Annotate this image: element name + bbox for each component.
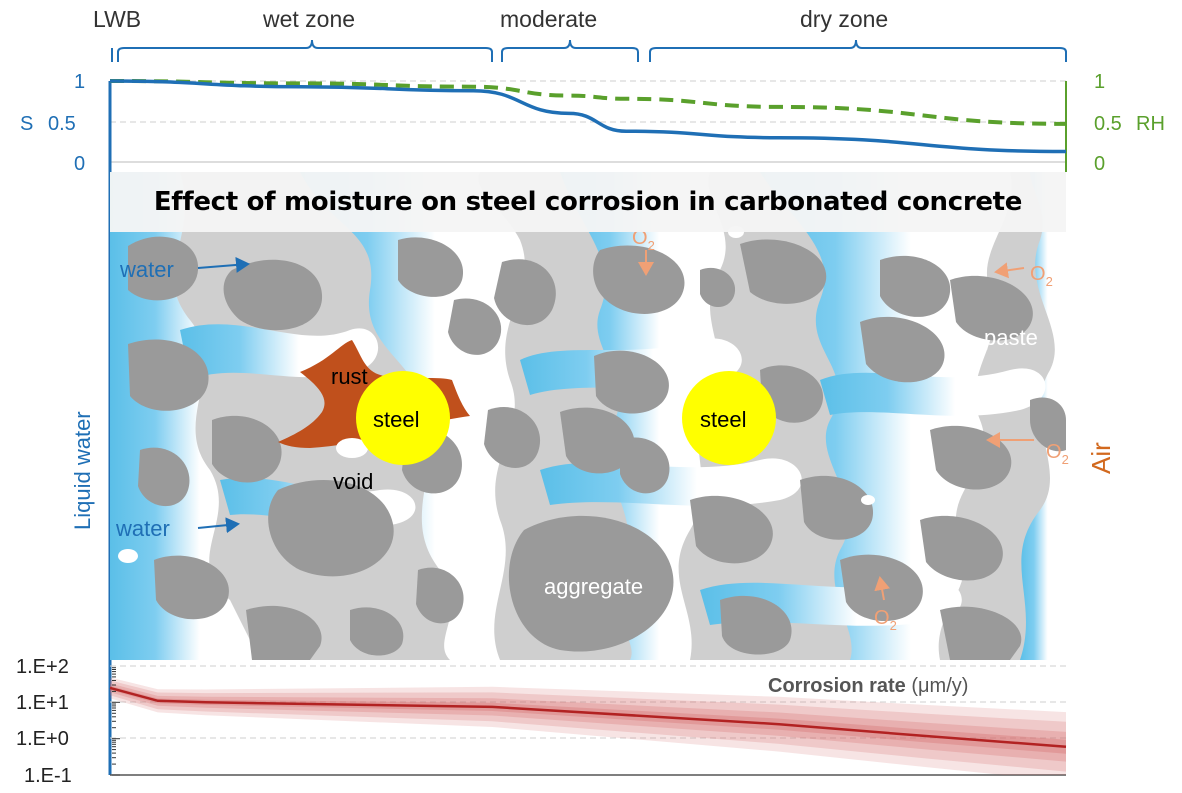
air-label: Air: [1086, 442, 1116, 474]
rate-tick-1: 1.E+0: [16, 728, 69, 750]
zone-label-lwb: LWB: [93, 6, 141, 32]
moderate-bracket: [501, 39, 639, 62]
void-label: void: [333, 469, 373, 494]
water-label-top: water: [119, 257, 174, 282]
steel-left-bar: [356, 371, 450, 465]
rh-axis-label: RH: [1136, 113, 1165, 135]
rate-band: [110, 677, 1066, 775]
rate-tick-10: 1.E+1: [16, 692, 69, 714]
zone-brackets: [111, 39, 1067, 62]
corrosion-chart: 1.E+2 1.E+1 1.E+0 1.E-1 Corrosion rate (…: [16, 656, 1067, 787]
s-tick-0: 0: [74, 153, 85, 175]
zone-label-wet: wet zone: [262, 6, 355, 32]
rate-band-layer-3: [110, 683, 1066, 762]
zone-label-moderate: moderate: [500, 6, 597, 32]
s-tick-1: 1: [74, 71, 85, 93]
rate-tick-100: 1.E+2: [16, 656, 69, 678]
rate-band-layer-2: [110, 680, 1066, 772]
rust-label: rust: [331, 364, 368, 389]
rate-band-layer-1: [110, 677, 1066, 775]
rh-tick-1: 1: [1094, 71, 1105, 93]
void-shape: [336, 438, 368, 458]
rh-tick-05: 0.5: [1094, 113, 1122, 135]
aggregate-label: aggregate: [544, 574, 643, 599]
dry-zone-bracket: [649, 39, 1067, 62]
o2-label-2: O2: [1030, 263, 1053, 289]
steel-right-bar: [682, 371, 776, 465]
corrosion-rate-title: Corrosion rate (μm/y): [768, 675, 968, 697]
o2-label-1: O2: [632, 227, 655, 253]
steel-left-label: steel: [373, 407, 419, 432]
steel-right-label: steel: [700, 407, 746, 432]
water-label-bottom: water: [115, 516, 170, 541]
void-small-3: [118, 549, 138, 563]
water-arrow-bottom: [197, 517, 240, 534]
s-series-line: [109, 79, 1067, 154]
rate-tick-01: 1.E-1: [24, 765, 72, 787]
o2-label-4: O2: [874, 607, 897, 633]
wet-zone-bracket: [117, 39, 493, 62]
o2-arrow-4: [874, 576, 891, 601]
liquid-water-label: Liquid water: [70, 411, 95, 530]
s-tick-05: 0.5: [48, 113, 76, 135]
rate-band-layer-4: [110, 685, 1066, 754]
rate-median-line: [109, 686, 1067, 748]
title-banner: Effect of moisture on steel corrosion in…: [110, 172, 1066, 232]
water-arrow-top: [197, 256, 250, 273]
rh-tick-0: 0: [1094, 153, 1105, 175]
s-axis-label: S: [20, 113, 33, 135]
o2-arrow-2: [994, 262, 1025, 279]
figure-title: Effect of moisture on steel corrosion in…: [153, 187, 1023, 217]
o2-label-3: O2: [1046, 441, 1069, 467]
flow-arrows: [197, 250, 1034, 601]
void-small-2: [861, 495, 875, 505]
zone-label-dry: dry zone: [800, 6, 888, 32]
paste-label: paste: [984, 325, 1038, 350]
rate-minor-ticks: [112, 667, 120, 776]
